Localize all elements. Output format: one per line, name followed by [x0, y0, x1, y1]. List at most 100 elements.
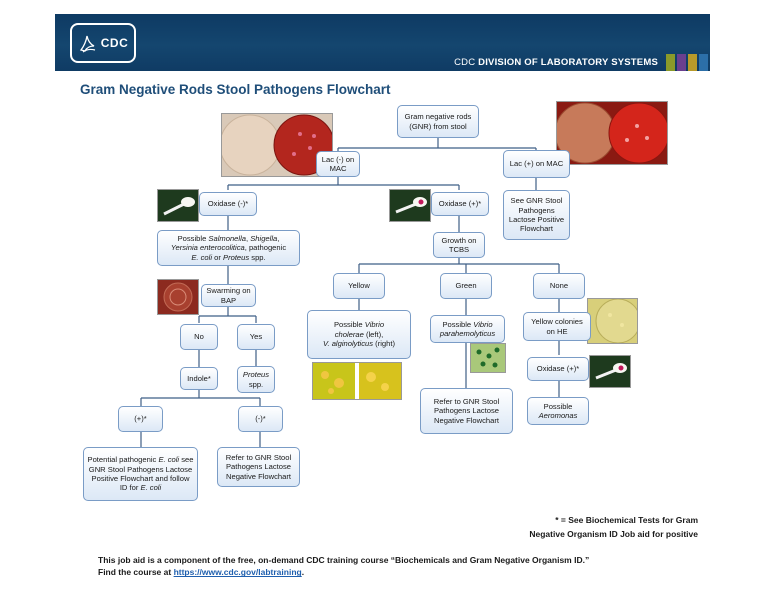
- footer: This job aid is a component of the free,…: [98, 554, 589, 579]
- text-segment: Possible: [543, 401, 573, 411]
- text-segment: spp.: [248, 379, 264, 389]
- mac-plates-right-photo: [556, 101, 668, 165]
- text-segment: cholerae: [334, 329, 364, 339]
- text-segment: Proteus: [223, 252, 250, 262]
- footnote-line-2: Negative Organism ID Job aid for positiv…: [529, 528, 698, 539]
- text-segment: E. coli: [191, 252, 213, 262]
- connector-swarming: [198, 306, 257, 323]
- node-oxidase-neg: Oxidase (-)*: [199, 192, 257, 216]
- node-yes: Yes: [237, 324, 275, 350]
- text-segment: Salmonella: [208, 233, 246, 243]
- node-potential-ecoli: Potential pathogenic E. coli see GNR Sto…: [83, 447, 198, 501]
- connector-root: [337, 138, 537, 152]
- stripe-4: [699, 54, 708, 71]
- text-segment: Aeromonas: [538, 411, 578, 420]
- node-lac-neg: Lac (-) on MAC: [316, 151, 360, 177]
- oxidase-neg-swab-photo: [157, 189, 199, 222]
- tcbs-yellow-photo: [312, 362, 402, 400]
- node-yellow-colonies: Yellow colonies on HE: [523, 312, 591, 341]
- node-indole-pos: (+)*: [118, 406, 163, 432]
- connector-no-yes: [198, 350, 257, 367]
- text-segment: (left),: [363, 329, 384, 339]
- mac-plates-right-image: [557, 102, 667, 164]
- connector-tcbs: [358, 258, 560, 273]
- node-green: Green: [440, 273, 492, 299]
- oxidase-neg-swab-image: [158, 190, 198, 221]
- footer-suffix: .: [301, 567, 305, 578]
- node-no: No: [180, 324, 218, 350]
- he-yellow-image: [588, 299, 637, 343]
- text-segment: ,: [277, 233, 280, 243]
- labtraining-link[interactable]: https://www.cdc.gov/labtraining: [173, 567, 302, 578]
- tcbs-yellow-image: [313, 363, 401, 399]
- tcbs-green-image: [471, 344, 505, 372]
- node-possible-salmonella: Possible Salmonella, Shigella, Yersinia …: [157, 230, 300, 266]
- footnote: * = See Biochemical Tests for Gram Negat…: [529, 514, 698, 541]
- text-segment: see GNR Stool Pathogens Lactose Positive…: [88, 455, 194, 493]
- footer-line-2: Find the course at https://www.cdc.gov/l…: [98, 566, 589, 578]
- swarming-plate-photo: [157, 279, 199, 315]
- text-segment: Yersinia enterocolitica: [170, 243, 245, 253]
- node-see-lactose-positive: See GNR Stool Pathogens Lactose Positive…: [503, 190, 570, 240]
- node-oxidase-pos-2: Oxidase (+)*: [527, 357, 589, 381]
- text-segment: (right): [373, 339, 396, 349]
- connector-indole-results: [140, 432, 261, 447]
- he-yellow-photo: [587, 298, 638, 344]
- oxidase-pos-swab-photo: [389, 189, 431, 222]
- node-indole: Indole*: [180, 367, 218, 390]
- node-oxidase-pos: Oxidase (+)*: [431, 192, 489, 216]
- text-segment: Possible: [333, 320, 365, 330]
- division-name: DIVISION OF LABORATORY SYSTEMS: [478, 57, 658, 68]
- text-segment: E. coli: [140, 483, 162, 493]
- text-segment: , pathogenic: [244, 243, 287, 253]
- tcbs-green-photo: [470, 343, 506, 373]
- division-title: CDC DIVISION OF LABORATORY SYSTEMS: [454, 57, 658, 68]
- text-segment: spp.: [249, 252, 266, 262]
- footer-line-1: This job aid is a component of the free,…: [98, 555, 590, 565]
- footnote-line-1: * = See Biochemical Tests for Gram: [555, 515, 698, 525]
- stripe-3: [688, 54, 697, 71]
- text-segment: Possible: [177, 233, 209, 243]
- node-refer-lac-neg-right: Refer to GNR Stool Pathogens Lactose Neg…: [420, 388, 513, 434]
- stripe-1: [666, 54, 675, 71]
- division-prefix: CDC: [454, 57, 476, 68]
- potential-ecoli-text: Potential pathogenic E. coli see GNR Sto…: [87, 455, 194, 493]
- text-segment: V. alginolyticus: [322, 339, 374, 349]
- brand-stripes: [666, 54, 708, 71]
- possible-salmonella-text: Possible Salmonella, Shigella, Yersinia …: [171, 234, 286, 262]
- text-segment: Proteus: [242, 370, 270, 380]
- swarming-plate-image: [158, 280, 198, 314]
- text-segment: Vibrio: [473, 319, 493, 329]
- page-title: Gram Negative Rods Stool Pathogens Flowc…: [80, 82, 391, 97]
- text-segment: ,: [246, 233, 251, 243]
- text-segment: Shigella: [250, 233, 278, 243]
- connector-lac-neg: [227, 177, 460, 190]
- node-lac-pos: Lac (+) on MAC: [503, 150, 570, 178]
- text-segment: E. coli: [158, 455, 180, 465]
- text-segment: Potential pathogenic: [87, 455, 159, 465]
- node-growth-tcbs: Growth on TCBS: [433, 232, 485, 258]
- footer-prefix: Find the course at: [98, 567, 174, 578]
- oxidase-pos-swab-image: [390, 190, 430, 221]
- node-yellow: Yellow: [333, 273, 385, 299]
- connector-indole: [140, 390, 261, 406]
- hhs-eagle-icon: [79, 35, 95, 53]
- node-root: Gram negative rods (GNR) from stool: [397, 105, 479, 138]
- node-none: None: [533, 273, 585, 299]
- cdc-header-banner: CDC CDC DIVISION OF LABORATORY SYSTEMS: [55, 14, 710, 71]
- oxidase-pos-swab-2-image: [590, 356, 630, 387]
- cdc-logo[interactable]: CDC: [70, 23, 136, 63]
- node-swarming: Swarming on BAP: [201, 284, 256, 307]
- stripe-2: [677, 54, 686, 71]
- node-indole-neg: (-)*: [238, 406, 283, 432]
- text-segment: Possible: [442, 319, 474, 329]
